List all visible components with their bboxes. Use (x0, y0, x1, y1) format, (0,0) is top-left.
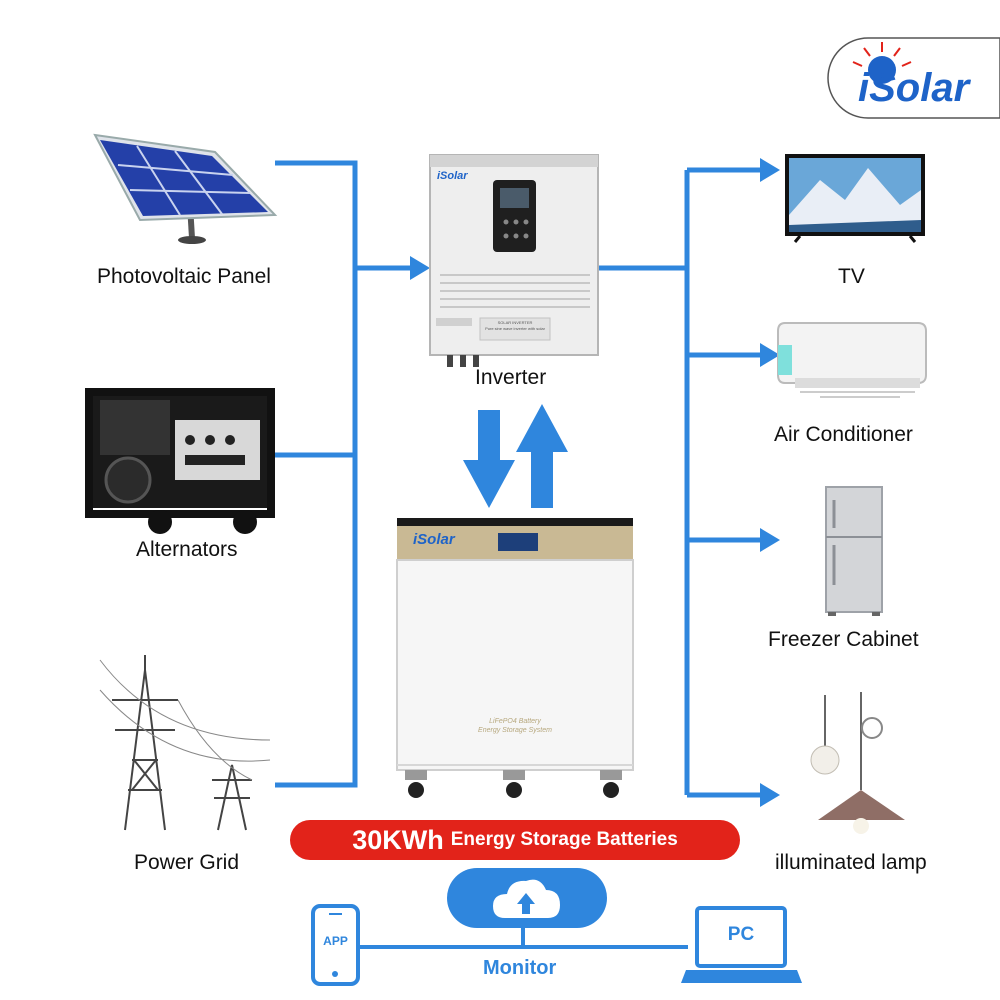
arrow-down-icon (463, 410, 515, 508)
arrow-to-lamp (760, 783, 780, 807)
load-label-air-conditioner: Air Conditioner (774, 423, 913, 446)
battery-plate: LiFePO4 Battery Energy Storage System (430, 717, 600, 735)
monitor-label: Monitor (483, 957, 557, 979)
tv-icon (785, 154, 925, 243)
app-label: APP (323, 934, 348, 948)
banner-capacity: 30KWh (352, 824, 444, 855)
arrow-to-inverter (410, 256, 430, 280)
banner-text: 30KWh Energy Storage Batteries (290, 820, 740, 860)
source-label-power-grid: Power Grid (134, 851, 240, 874)
cloud-upload-icon (493, 879, 560, 918)
battery-plate-line2: Energy Storage System (478, 727, 552, 734)
inverter-brand: iSolar (437, 170, 468, 182)
sun-rays-icon (852, 42, 912, 84)
air-conditioner-icon (777, 322, 927, 398)
banner-description: Energy Storage Batteries (450, 829, 678, 850)
refrigerator-icon (825, 486, 883, 616)
logo-letters-solar: Solar (869, 66, 970, 110)
inverter-icon (429, 154, 599, 367)
solar-panel-icon (93, 133, 278, 244)
inverter-label: Inverter (475, 366, 547, 389)
load-label-freezer-cabinet: Freezer Cabinet (768, 628, 919, 651)
inverter-plate-line1: SOLAR INVERTER (497, 320, 533, 325)
load-label-illuminated-lamp: illuminated lamp (775, 851, 927, 874)
load-connectors (597, 167, 768, 798)
battery-cabinet-icon (396, 518, 634, 798)
pc-label: PC (727, 924, 755, 945)
smartphone-icon (311, 904, 360, 986)
arrow-to-tv (760, 158, 780, 182)
source-connectors (275, 160, 418, 788)
source-label-photovoltaic-panel: Photovoltaic Panel (97, 265, 271, 288)
inverter-plate: SOLAR INVERTER Pure sine wave inverter w… (482, 320, 548, 332)
power-tower-icon (99, 655, 271, 831)
battery-brand: iSolar (413, 531, 455, 548)
arrow-to-freezer (760, 528, 780, 552)
brand-logo (827, 37, 1000, 119)
monitor-cloud-group (311, 868, 802, 986)
generator-icon (85, 388, 275, 534)
inverter-plate-line2: Pure sine wave inverter with solar (485, 326, 545, 331)
battery-plate-line1: LiFePO4 Battery (489, 718, 541, 725)
laptop-icon (681, 906, 802, 983)
arrow-up-icon (516, 404, 568, 508)
source-label-alternators: Alternators (136, 538, 238, 561)
arrow-to-air-conditioner (760, 343, 780, 367)
capacity-banner (290, 820, 740, 860)
load-label-tv: TV (838, 265, 865, 288)
pendant-lamp-icon (810, 692, 905, 834)
logo-letter-i: i (858, 66, 870, 110)
brand-logo-text: iSolar (858, 66, 969, 111)
